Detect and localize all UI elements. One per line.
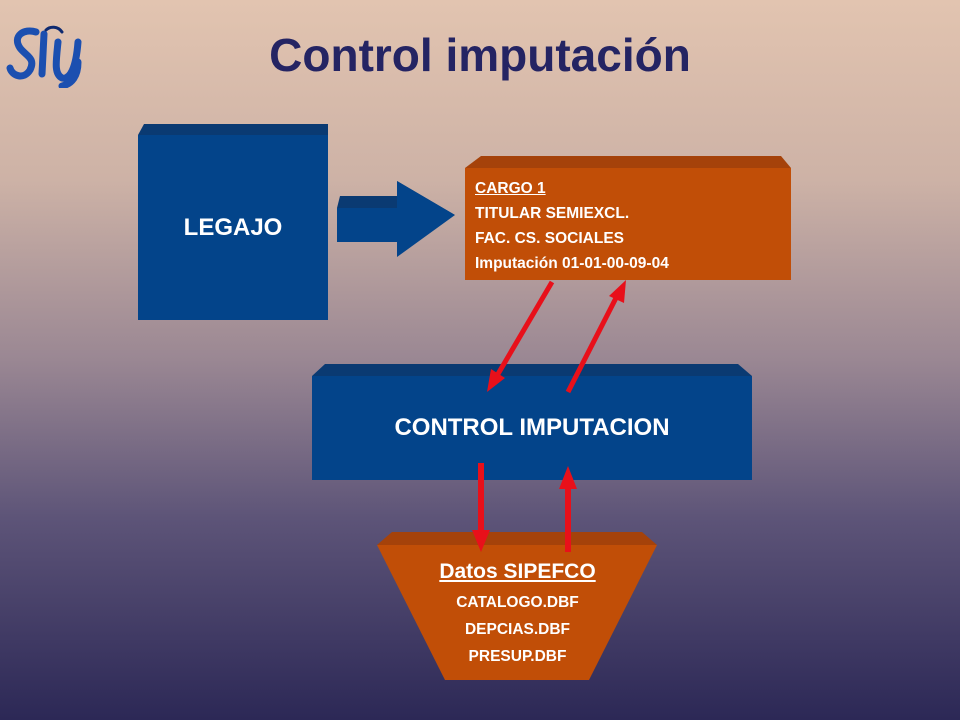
block-arrow-icon [337, 181, 455, 257]
legajo-label: LEGAJO [183, 213, 283, 241]
arrow-datos-to-control-icon [559, 466, 577, 552]
si-logo-icon [6, 25, 82, 88]
cargo-text: CARGO 1 TITULAR SEMIEXCL. FAC. CS. SOCIA… [475, 176, 790, 276]
datos-sipefco-shape [377, 532, 657, 680]
legajo-box [138, 124, 328, 320]
arrow-control-to-cargo-icon [565, 280, 626, 394]
cargo-line: TITULAR SEMIEXCL. [475, 205, 630, 222]
control-imputacion-box [312, 364, 752, 480]
cargo-box [465, 156, 791, 280]
control-imputacion-label: CONTROL IMPUTACION [394, 414, 670, 441]
cargo-heading: CARGO 1 [475, 180, 546, 197]
datos-file: PRESUP.DBF [468, 648, 567, 665]
datos-sipefco-text: Datos SIPEFCO CATALOGO.DBF DEPCIAS.DBF P… [395, 560, 640, 670]
arrow-cargo-to-control-icon [487, 280, 555, 392]
datos-file: CATALOGO.DBF [456, 594, 579, 611]
cargo-line: Imputación 01-01-00-09-04 [475, 255, 669, 272]
page-title: Control imputación [269, 29, 691, 81]
datos-file: DEPCIAS.DBF [464, 621, 571, 638]
arrow-control-to-datos-icon [472, 463, 490, 552]
datos-heading: Datos SIPEFCO [439, 560, 596, 583]
cargo-line: FAC. CS. SOCIALES [475, 230, 624, 247]
